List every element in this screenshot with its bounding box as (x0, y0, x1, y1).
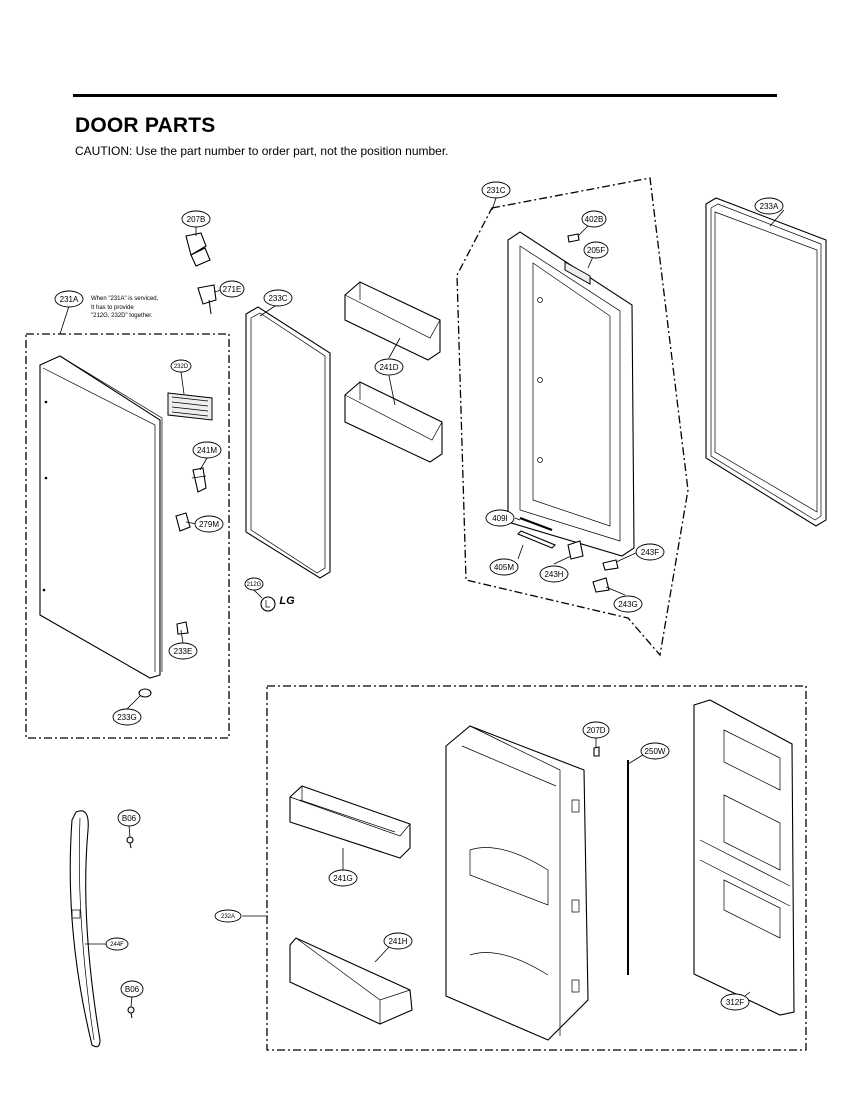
part-243G (592, 577, 610, 593)
part-233E (176, 621, 189, 635)
part-233G (138, 688, 152, 698)
part-405M (517, 530, 556, 549)
svg-text:207D: 207D (586, 726, 605, 735)
callout-207B: 207B (181, 210, 211, 228)
callout-312F: 312F (720, 993, 750, 1011)
screw-B06-upper (126, 836, 134, 849)
group-231C-boundary (456, 177, 689, 657)
svg-text:409I: 409I (492, 514, 508, 523)
logo-text: LG (279, 595, 295, 607)
callout-271E: 271E (219, 280, 245, 298)
callout-B06-lower: B06 (120, 980, 144, 998)
callout-243F: 243F (635, 543, 665, 561)
svg-text:When "231A" is serviced,: When "231A" is serviced, (91, 296, 159, 302)
svg-text:233C: 233C (268, 294, 287, 303)
svg-text:241M: 241M (197, 446, 217, 455)
callout-232A: 232A (214, 909, 242, 923)
filter-cover-232D (167, 392, 213, 421)
handle-244F (69, 810, 101, 1048)
callout-402B: 402B (581, 210, 607, 228)
svg-text:243F: 243F (641, 548, 659, 557)
svg-text:233A: 233A (760, 202, 779, 211)
door-panel-231A (39, 355, 163, 679)
part-241M (191, 467, 207, 493)
gasket-233C (245, 306, 331, 579)
callout-241D: 241D (374, 358, 404, 376)
svg-text:231A: 231A (60, 295, 79, 304)
part-207B (185, 232, 211, 267)
callout-212G: 212G (244, 577, 264, 591)
part-207D (593, 746, 600, 757)
note-231A: When "231A" is serviced, It has to provi… (91, 296, 159, 319)
callout-232D: 232D (170, 359, 192, 373)
bin-241H (289, 937, 413, 1025)
svg-text:B06: B06 (125, 985, 140, 994)
svg-text:"212G, 232D" together.: "212G, 232D" together. (91, 313, 153, 319)
bin-241D-upper (344, 281, 441, 361)
svg-text:243G: 243G (618, 600, 638, 609)
bin-241D-lower (344, 381, 443, 463)
callout-205F: 205F (583, 241, 609, 259)
svg-text:207B: 207B (187, 215, 206, 224)
svg-text:241G: 241G (333, 874, 353, 883)
callout-409I: 409I (485, 509, 515, 527)
callout-241M: 241M (192, 441, 222, 459)
leader-lines (59, 197, 785, 1008)
svg-text:212G: 212G (247, 582, 262, 588)
svg-text:250W: 250W (645, 747, 666, 756)
callout-233G: 233G (112, 708, 142, 726)
callout-233E: 233E (168, 642, 198, 660)
part-243F (602, 559, 619, 571)
callout-231A: 231A (54, 290, 84, 308)
svg-text:205F: 205F (587, 246, 605, 255)
callout-250W: 250W (640, 742, 670, 760)
group-231A-boundary (25, 333, 230, 739)
svg-text:279M: 279M (199, 520, 219, 529)
door-frame-231C (507, 231, 635, 557)
svg-text:232A: 232A (221, 914, 235, 920)
svg-text:244F: 244F (110, 942, 124, 948)
bin-241G (289, 785, 411, 859)
svg-text:It has to provide: It has to provide (91, 305, 134, 311)
housing-232A (445, 725, 589, 1041)
callout-B06-upper: B06 (117, 809, 141, 827)
part-409I (519, 516, 553, 532)
callout-405M: 405M (489, 558, 519, 576)
page-title: DOOR PARTS (75, 114, 216, 137)
svg-text:405M: 405M (494, 563, 514, 572)
part-402B (567, 233, 580, 243)
callout-241G: 241G (328, 869, 358, 887)
svg-text:241D: 241D (379, 363, 398, 372)
part-243H (567, 540, 584, 560)
svg-text:312F: 312F (726, 998, 744, 1007)
caution-text: CAUTION: Use the part number to order pa… (75, 144, 449, 158)
svg-text:271E: 271E (223, 285, 242, 294)
svg-text:233E: 233E (174, 647, 193, 656)
svg-text:402B: 402B (585, 215, 604, 224)
logo-212G: LG (260, 595, 295, 612)
group-232A-boundary (266, 685, 807, 1051)
callout-233C: 233C (263, 289, 293, 307)
callout-207D: 207D (582, 721, 610, 739)
callout-243H: 243H (539, 565, 569, 583)
screw-B06-lower (127, 1006, 135, 1019)
gasket-233A (705, 197, 827, 527)
svg-text:232D: 232D (174, 364, 189, 370)
svg-text:233G: 233G (117, 713, 137, 722)
callout-231C: 231C (481, 181, 511, 199)
svg-text:243H: 243H (544, 570, 563, 579)
svg-text:231C: 231C (486, 186, 505, 195)
callout-244F: 244F (105, 937, 129, 951)
callout-233A: 233A (754, 197, 784, 215)
callout-279M: 279M (194, 515, 224, 533)
callout-241H: 241H (383, 932, 413, 950)
callout-243G: 243G (613, 595, 643, 613)
svg-text:241H: 241H (388, 937, 407, 946)
svg-text:B06: B06 (122, 814, 137, 823)
header-rule (73, 94, 777, 97)
part-271E (197, 284, 217, 315)
part-279M (175, 512, 191, 532)
panel-312F (693, 699, 795, 1016)
